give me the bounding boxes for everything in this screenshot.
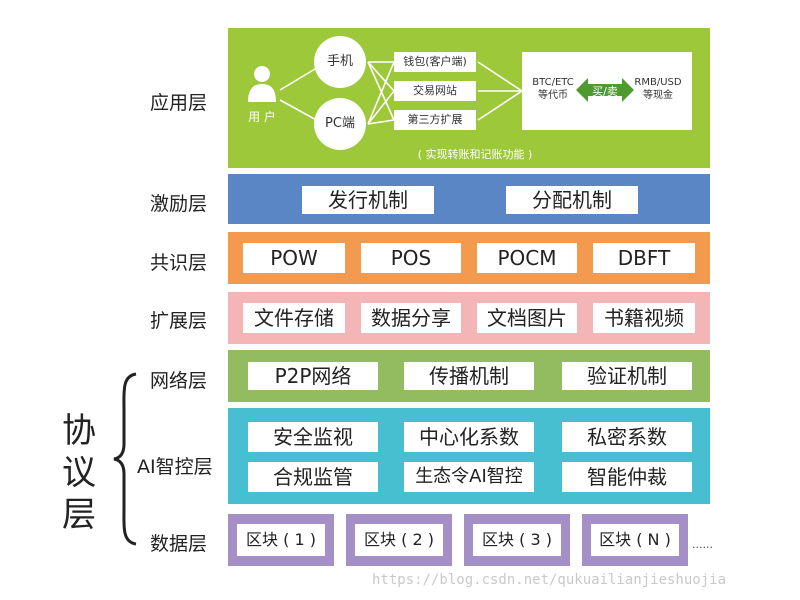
extension-item-file-storage: 文件存储 — [243, 303, 345, 333]
watermark: https://blog.csdn.net/qukuailianjieshuoj… — [372, 572, 727, 588]
network-item-propagation: 传播机制 — [404, 362, 534, 390]
client-wallet: 钱包(客户端) — [394, 52, 476, 72]
ai-item-smart-arbitration: 智能仲裁 — [562, 462, 692, 492]
layer-label-extension: 扩展层 — [150, 310, 208, 332]
consensus-item-pos: POS — [361, 243, 461, 273]
protocol-bracket — [113, 372, 137, 546]
exchange-arrow-icon — [576, 78, 634, 102]
consensus-item-pocm: POCM — [477, 243, 577, 273]
exchange-label: 买/卖 — [592, 85, 618, 98]
device-pc: PC端 — [314, 98, 366, 150]
data-more-ellipsis: ...... — [692, 538, 713, 551]
incentive-item-distribution: 分配机制 — [506, 186, 638, 214]
layer-label-network: 网络层 — [150, 370, 208, 392]
protocol-label-char-3: 层 — [62, 495, 96, 535]
ai-item-compliance: 合规监管 — [248, 462, 378, 492]
user-icon — [248, 66, 276, 102]
network-item-p2p: P2P网络 — [248, 362, 378, 390]
protocol-label-char-1: 协 — [62, 411, 96, 451]
layer-label-application: 应用层 — [150, 92, 208, 114]
ai-item-privacy-coefficient: 私密系数 — [562, 422, 692, 452]
incentive-item-issuance: 发行机制 — [302, 186, 434, 214]
data-item-block-2: 区块 ( 2 ) — [355, 524, 443, 556]
application-connector-lines — [279, 61, 523, 125]
data-item-block-3: 区块 ( 3 ) — [473, 524, 561, 556]
ai-item-security-monitoring: 安全监视 — [248, 422, 378, 452]
extension-item-books-video: 书籍视频 — [593, 303, 695, 333]
consensus-item-dbft: DBFT — [593, 243, 695, 273]
protocol-label-char-2: 议 — [62, 453, 96, 493]
layer-label-ai: AI智控层 — [137, 456, 213, 478]
layer-label-data: 数据层 — [150, 533, 208, 555]
client-exchange-site: 交易网站 — [394, 81, 476, 101]
fiat-label: RMB/USD 等现金 — [634, 77, 682, 101]
layer-label-incentive: 激励层 — [150, 193, 208, 215]
data-item-block-n: 区块 ( N ) — [591, 524, 679, 556]
crypto-label: BTC/ETC 等代币 — [532, 77, 574, 101]
client-third-party: 第三方扩展 — [394, 110, 476, 130]
consensus-item-pow: POW — [243, 243, 345, 273]
ai-item-ecosystem-ai-control: 生态令AI智控 — [404, 462, 534, 492]
extension-item-doc-images: 文档图片 — [477, 303, 577, 333]
device-mobile: 手机 — [314, 36, 366, 88]
layer-label-consensus: 共识层 — [150, 252, 208, 274]
ai-item-centralization-coefficient: 中心化系数 — [404, 422, 534, 452]
user-label: 用 户 — [248, 110, 276, 124]
application-caption: ( 实现转账和记账功能 ) — [417, 148, 533, 161]
extension-item-data-sharing: 数据分享 — [361, 303, 461, 333]
network-item-verification: 验证机制 — [562, 362, 692, 390]
data-item-block-1: 区块 ( 1 ) — [237, 524, 325, 556]
